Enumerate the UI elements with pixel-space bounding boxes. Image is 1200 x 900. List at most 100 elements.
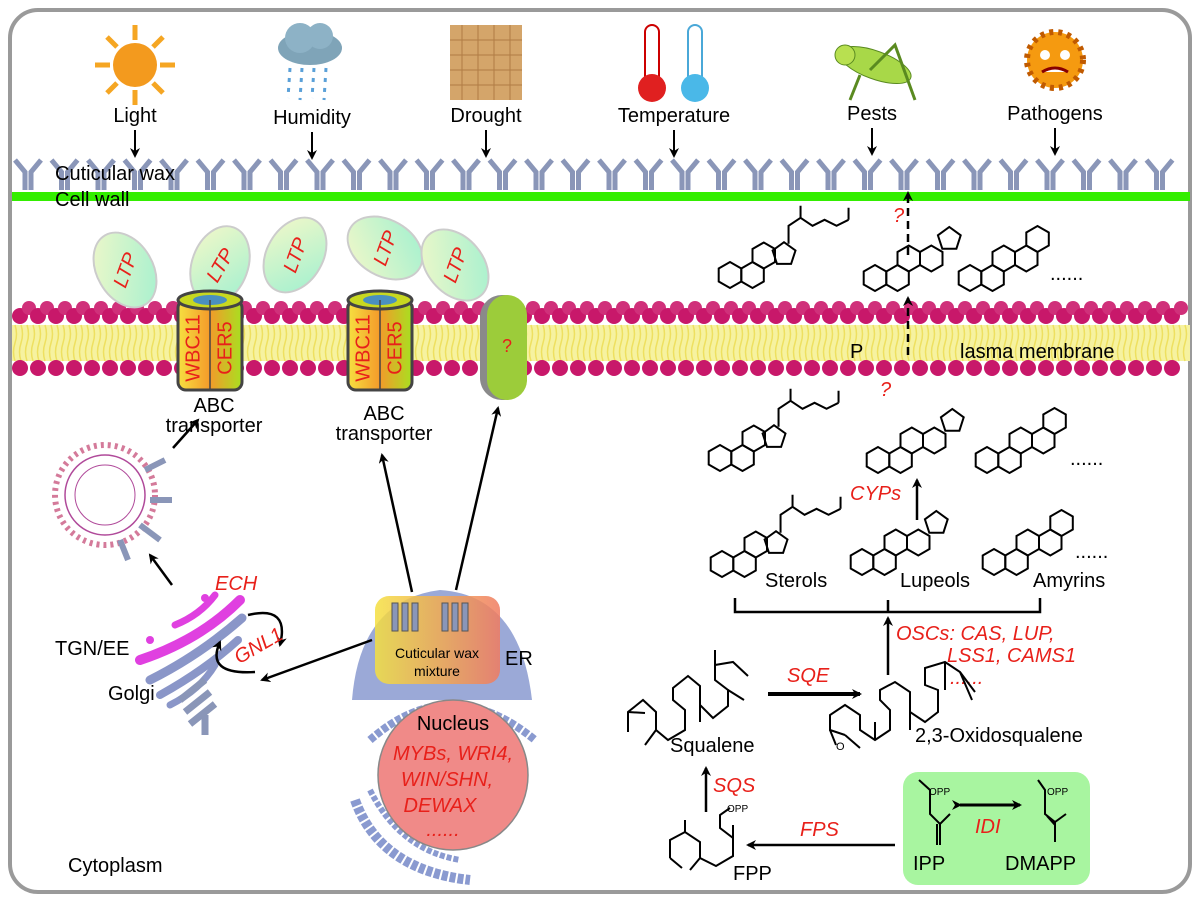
- oscs-label-1: OSCs: CAS, LUP,: [896, 623, 1055, 645]
- secretory-vesicle: [52, 442, 172, 562]
- wax-molecule: [122, 158, 153, 190]
- stress-label-humidity: Humidity: [273, 107, 351, 129]
- wax-molecule: [305, 158, 335, 190]
- cyps-label: CYPs: [850, 483, 901, 505]
- cell-boundary: [8, 8, 1192, 894]
- ltp-protein: LTP: [262, 216, 328, 294]
- wax-molecule: [779, 158, 810, 190]
- wax-molecule: [1144, 158, 1175, 190]
- wax-molecule: [962, 158, 992, 190]
- wax-molecule: [49, 158, 80, 190]
- cuticular-wax-label: Cuticular wax: [55, 163, 175, 185]
- ltp-protein: LTP: [420, 228, 490, 302]
- oxidosqualene-label: 2,3-Oxidosqualene: [915, 725, 1083, 747]
- sterol-structure: [707, 388, 840, 473]
- oscs-label-3: ......: [950, 667, 983, 689]
- ellipsis-bottom: ......: [1075, 541, 1108, 563]
- tf-label-3: DEWAX: [404, 795, 478, 817]
- sqs-label: SQS: [713, 775, 756, 797]
- transporter-label: transporter: [166, 415, 263, 437]
- amyrin-structure: [981, 508, 1074, 577]
- wax-molecule: [451, 158, 481, 190]
- membrane-label: lasma membrane: [960, 341, 1115, 363]
- wax-molecule: [378, 158, 408, 190]
- squalene-label: Squalene: [670, 735, 755, 757]
- unknown-step-1: ?: [893, 205, 905, 227]
- nucleus-label: Nucleus: [417, 713, 489, 735]
- ltp-protein: LTP: [189, 225, 251, 305]
- ltp-protein: LTP: [346, 215, 424, 281]
- dry-soil-icon: [450, 25, 522, 100]
- grasshopper-icon: [834, 42, 917, 101]
- stress-label-light: Light: [113, 105, 157, 127]
- membrane-label-p: P: [850, 341, 863, 363]
- wax-molecule: [487, 158, 518, 190]
- wax-molecule: [268, 158, 299, 190]
- cuticular-wax-layer: [13, 158, 1175, 190]
- amyrin-structure: [957, 224, 1050, 293]
- wax-molecule: [341, 158, 372, 190]
- wax-molecule: [232, 158, 262, 190]
- lupeol-structure: [862, 225, 962, 293]
- wax-molecule: [670, 158, 700, 190]
- wax-molecule: [86, 158, 116, 190]
- pathogen-icon: [1024, 29, 1086, 91]
- sterols-label: Sterols: [765, 570, 827, 592]
- golgi-apparatus: [135, 591, 287, 735]
- dmapp-opp-label: OPP: [1047, 787, 1068, 798]
- products-bracket: [733, 598, 1042, 614]
- wax-molecule: [597, 158, 627, 190]
- cer5-label: CER5: [214, 321, 236, 374]
- rain-cloud-icon: [278, 23, 342, 101]
- abc-label: ABC: [193, 395, 234, 417]
- arrow-tgn-to-vesicle: [148, 553, 174, 586]
- ipp-label: IPP: [913, 853, 945, 875]
- er-label: ER: [505, 648, 533, 670]
- tf-label-4: ......: [426, 819, 459, 841]
- unknown-channel: ?: [480, 295, 527, 400]
- cell-wall-line: [12, 192, 1190, 201]
- stress-label-pests: Pests: [847, 103, 897, 125]
- tf-label-2: WIN/SHN,: [401, 769, 493, 791]
- wax-molecule: [925, 158, 956, 190]
- triterpenoid-structures: [707, 205, 1074, 579]
- lupeol-structure: [849, 509, 949, 577]
- wbc11-label: WBC11: [352, 314, 374, 381]
- stress-label-drought: Drought: [450, 105, 522, 127]
- golgi-label: Golgi: [108, 683, 155, 705]
- stress-label-temperature: Temperature: [618, 105, 730, 127]
- lupeols-label: Lupeols: [900, 570, 970, 592]
- amyrin-structure: [974, 406, 1067, 475]
- isoprenoid-chains: [627, 650, 976, 871]
- wax-molecule: [852, 158, 883, 190]
- wax-mixture-label-2: mixture: [414, 663, 460, 679]
- wax-molecule: [414, 158, 445, 190]
- wax-molecule: [889, 158, 919, 190]
- arrow-er-to-channel: [454, 406, 502, 591]
- wax-molecule: [998, 158, 1029, 190]
- tgn-ee-label: TGN/EE: [55, 638, 129, 660]
- sun-icon: [95, 25, 175, 105]
- wax-molecule: [633, 158, 664, 190]
- sterol-structure: [717, 205, 850, 290]
- ipp-opp-label: OPP: [929, 787, 950, 798]
- wax-mixture-label-1: Cuticular wax: [395, 645, 479, 661]
- ellipsis-mid: ......: [1070, 448, 1103, 470]
- abc-label: ABC: [363, 403, 404, 425]
- ech-label: ECH: [215, 573, 258, 595]
- fps-label: FPS: [800, 819, 840, 841]
- transporter-label: transporter: [336, 423, 433, 445]
- ltp-protein: LTP: [92, 231, 158, 309]
- thermometer-icon: [638, 24, 709, 102]
- wax-molecule: [1035, 158, 1065, 190]
- ellipsis-top: ......: [1050, 263, 1083, 285]
- wax-molecule: [524, 158, 554, 190]
- wax-molecule: [743, 158, 773, 190]
- stress-label-pathogens: Pathogens: [1007, 103, 1103, 125]
- fpp-opp-label: OPP: [727, 804, 748, 815]
- dmapp-label: DMAPP: [1005, 853, 1076, 875]
- cell-wall-label: Cell wall: [55, 189, 129, 211]
- wbc11-label: WBC11: [182, 314, 204, 381]
